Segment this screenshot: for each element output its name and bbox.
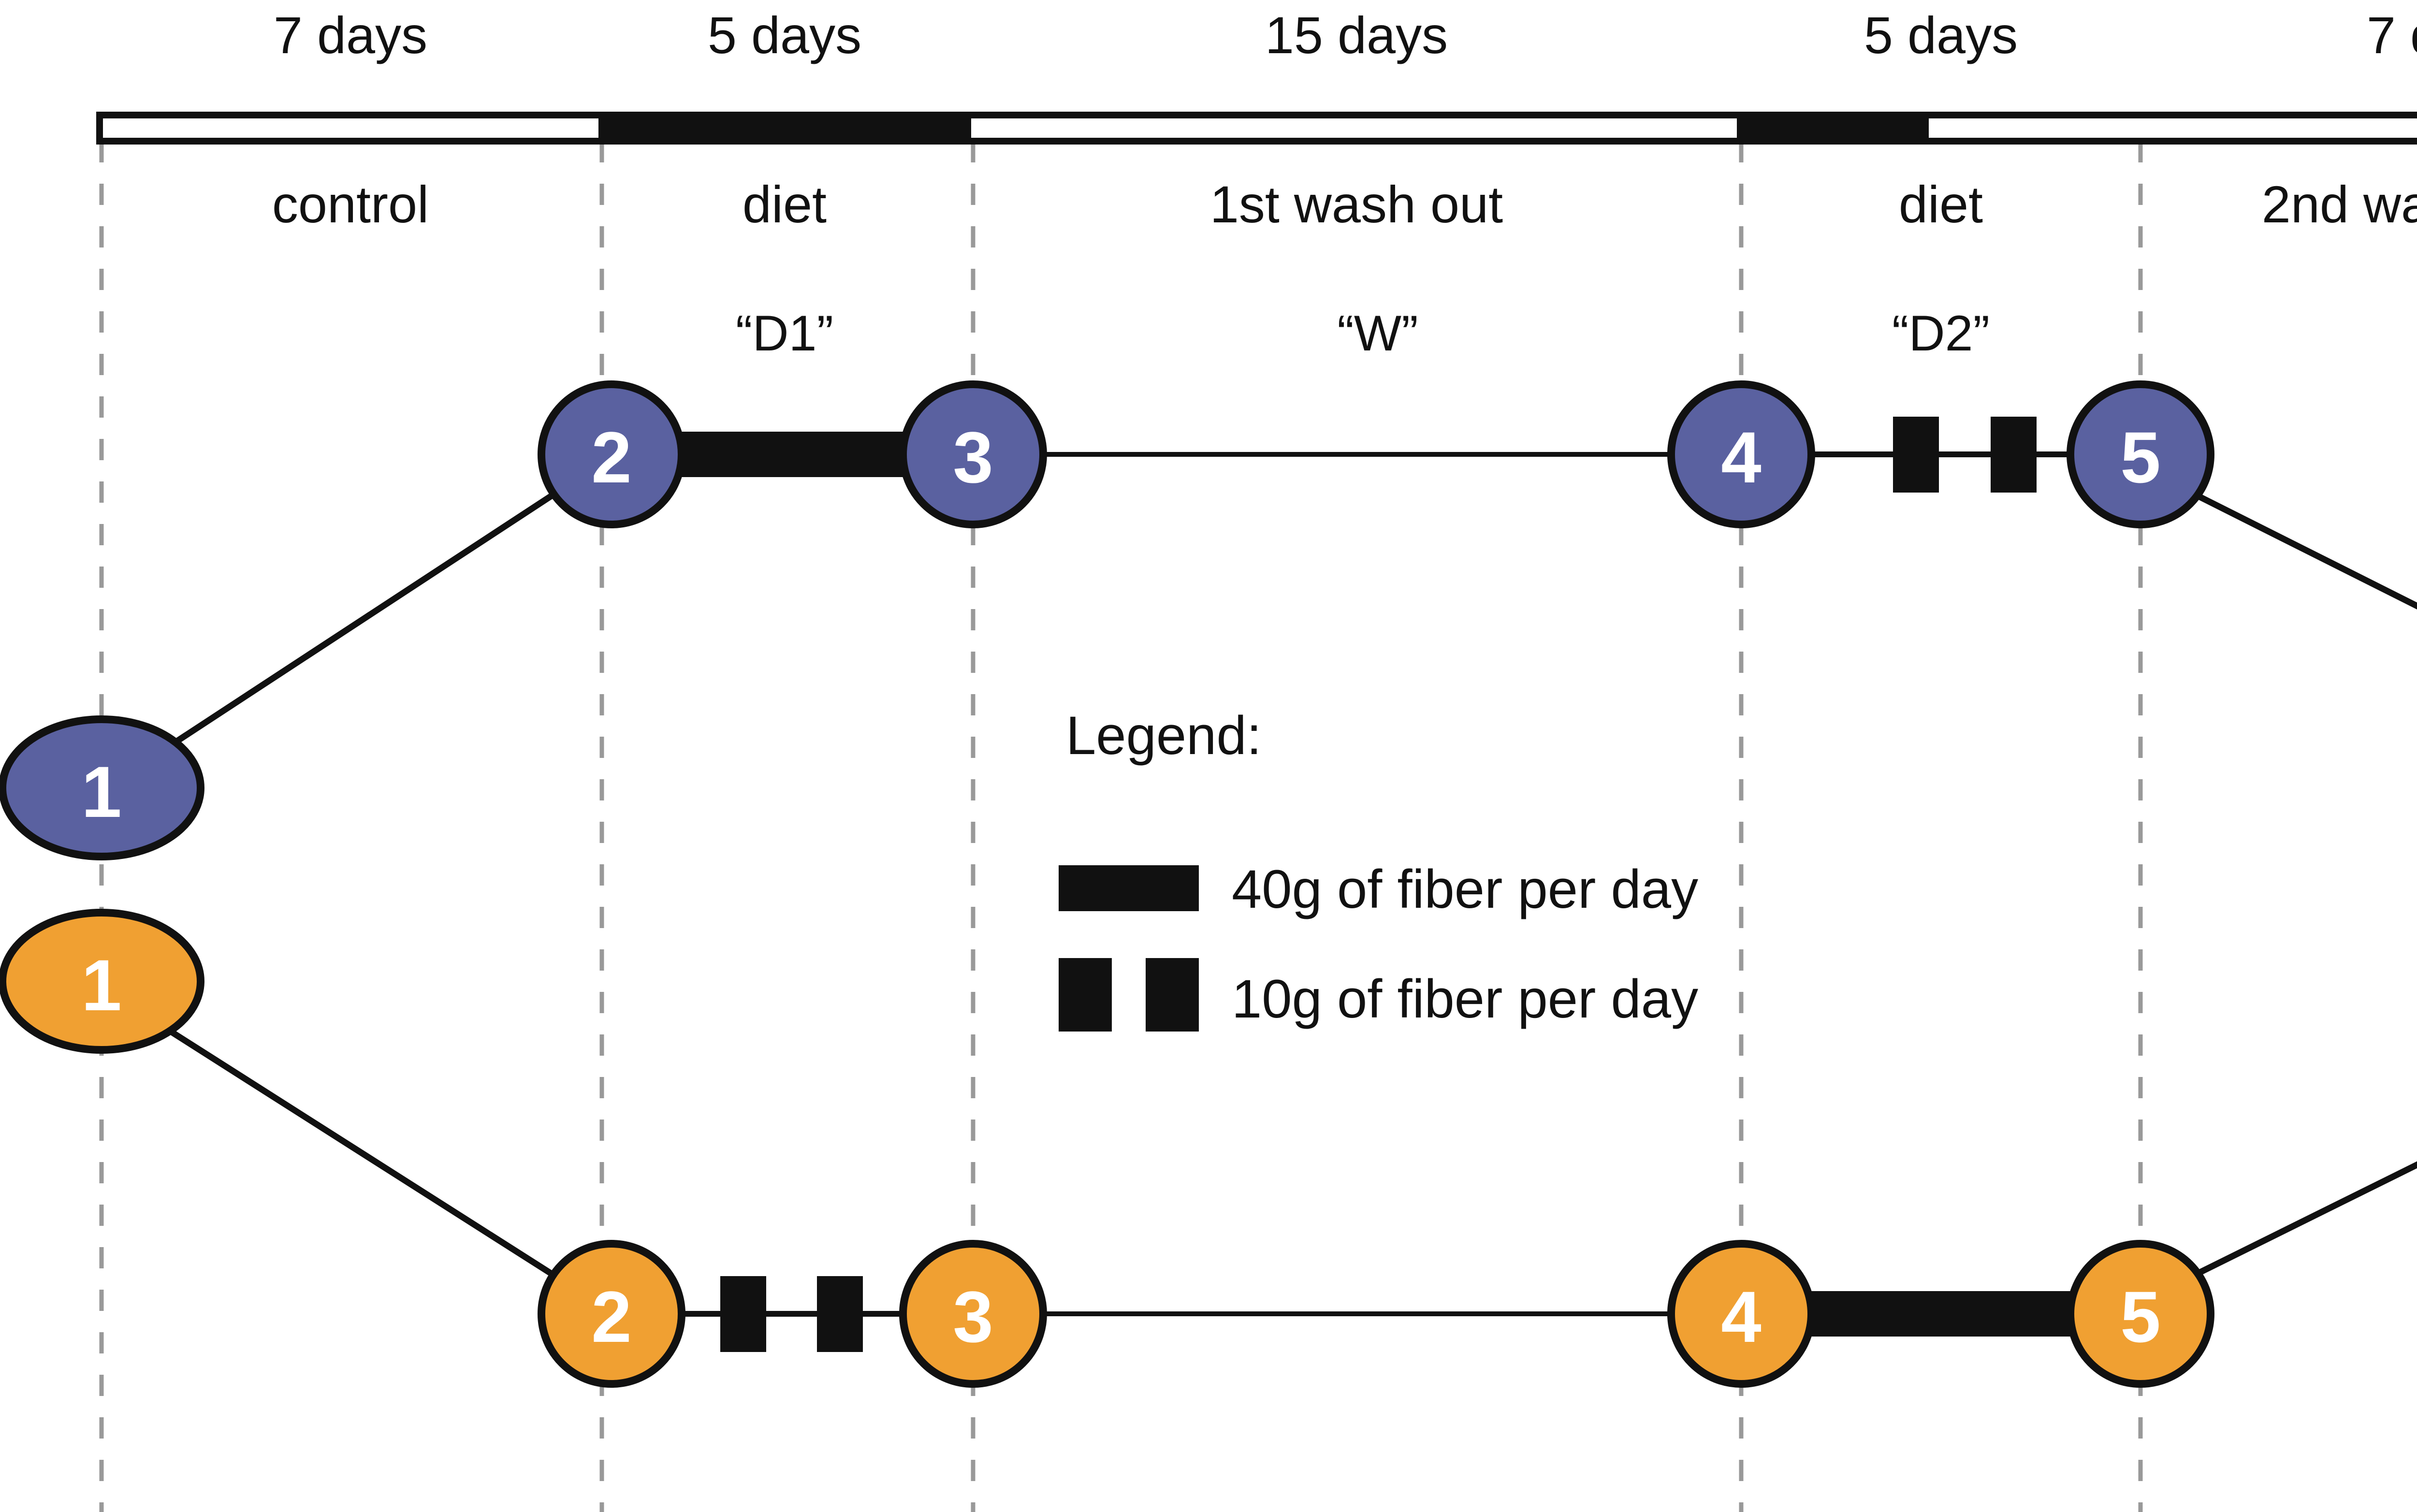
phase-code-w: “W” <box>1337 305 1418 362</box>
phase-code-d2: “D2” <box>1892 305 1990 362</box>
node-orange-1[interactable]: 1 <box>0 909 204 1054</box>
phase-label-diet-2: diet <box>1899 175 1983 233</box>
node-label: 3 <box>953 1276 993 1357</box>
orange-arm-nodes: 1 2 3 4 5 6 <box>0 909 2214 1388</box>
timeline-segment-diet-1 <box>602 112 968 145</box>
node-blue-4[interactable]: 4 <box>1667 380 1815 528</box>
blue-link-4-5-10g-dash-a <box>1893 417 1939 493</box>
orange-link-5-6 <box>2176 1161 2417 1286</box>
duration-labels: 7 days 5 days 15 days 5 days 7 days <box>274 6 2417 64</box>
node-orange-2[interactable]: 2 <box>538 1240 685 1388</box>
timeline-segment-washout-2 <box>1922 112 2417 145</box>
legend-title: Legend: <box>1066 705 1262 766</box>
node-label: 1 <box>81 945 121 1026</box>
node-circle <box>0 909 204 1054</box>
node-blue-3[interactable]: 3 <box>899 380 1047 528</box>
duration-label-1: 5 days <box>708 6 861 64</box>
node-label: 2 <box>591 417 631 498</box>
phase-code-labels: “D1” “W” “D2” <box>736 305 1990 362</box>
phase-labels: control diet 1st wash out diet 2nd wash … <box>272 175 2417 233</box>
orange-link-2-3-10g-dash-a <box>720 1276 766 1352</box>
orange-link-1-2 <box>143 1012 572 1289</box>
phase-code-d1: “D1” <box>736 305 833 362</box>
orange-link-2-3-10g-dash-b <box>817 1276 863 1352</box>
phase-label-washout-2: 2nd wash out <box>2262 175 2417 233</box>
node-label: 2 <box>591 1276 631 1357</box>
legend-entry-label: 40g of fiber per day <box>1232 859 1698 919</box>
blue-link-1-2 <box>148 480 572 762</box>
phase-label-diet-1: diet <box>743 175 827 233</box>
node-orange-3[interactable]: 3 <box>899 1240 1047 1388</box>
duration-label-3: 5 days <box>1864 6 2018 64</box>
legend-swatch-solid-bar-icon <box>1059 865 1199 911</box>
node-label: 5 <box>2120 1276 2160 1357</box>
legend-entry-label: 10g of fiber per day <box>1232 969 1698 1029</box>
blue-link-4-5-10g-dash-b <box>1991 417 2037 493</box>
blue-link-5-6 <box>2176 483 2417 610</box>
node-label: 4 <box>1721 1276 1761 1357</box>
phase-label-control: control <box>272 175 429 233</box>
duration-label-2: 15 days <box>1265 6 1448 64</box>
node-circle <box>2067 1240 2214 1388</box>
legend-entry-10g: 10g of fiber per day <box>1059 958 1698 1032</box>
node-circle <box>538 1240 685 1388</box>
node-circle <box>0 715 204 860</box>
timeline-bar <box>96 112 2417 145</box>
node-circle <box>899 1240 1047 1388</box>
node-label: 1 <box>81 751 121 832</box>
node-circle <box>1667 1240 1815 1388</box>
node-label: 4 <box>1721 417 1761 498</box>
timeline-segment-washout-1 <box>964 112 1744 145</box>
legend: Legend: 40g of fiber per day 10g of fibe… <box>1059 705 1698 1032</box>
node-circle <box>899 380 1047 528</box>
node-circle <box>1667 380 1815 528</box>
blue-arm-nodes: 1 2 3 4 5 6 <box>0 380 2214 860</box>
node-blue-1[interactable]: 1 <box>0 715 204 860</box>
timeline-segment-control <box>96 112 605 145</box>
node-label: 5 <box>2120 417 2160 498</box>
node-orange-5[interactable]: 5 <box>2067 1240 2214 1388</box>
duration-label-4: 7 days <box>2367 6 2417 64</box>
node-blue-5[interactable]: 5 <box>2067 380 2214 528</box>
timeline-segment-diet-2 <box>1740 112 1925 145</box>
phase-label-washout-1: 1st wash out <box>1210 175 1503 233</box>
node-circle <box>2067 380 2214 528</box>
legend-entry-40g: 40g of fiber per day <box>1059 859 1698 919</box>
node-circle <box>538 380 685 528</box>
node-orange-4[interactable]: 4 <box>1667 1240 1815 1388</box>
duration-label-0: 7 days <box>274 6 427 64</box>
node-blue-2[interactable]: 2 <box>538 380 685 528</box>
node-label: 3 <box>953 417 993 498</box>
legend-swatch-dashed-bar-icon-a <box>1059 958 1112 1032</box>
legend-swatch-dashed-bar-icon-b <box>1146 958 1199 1032</box>
